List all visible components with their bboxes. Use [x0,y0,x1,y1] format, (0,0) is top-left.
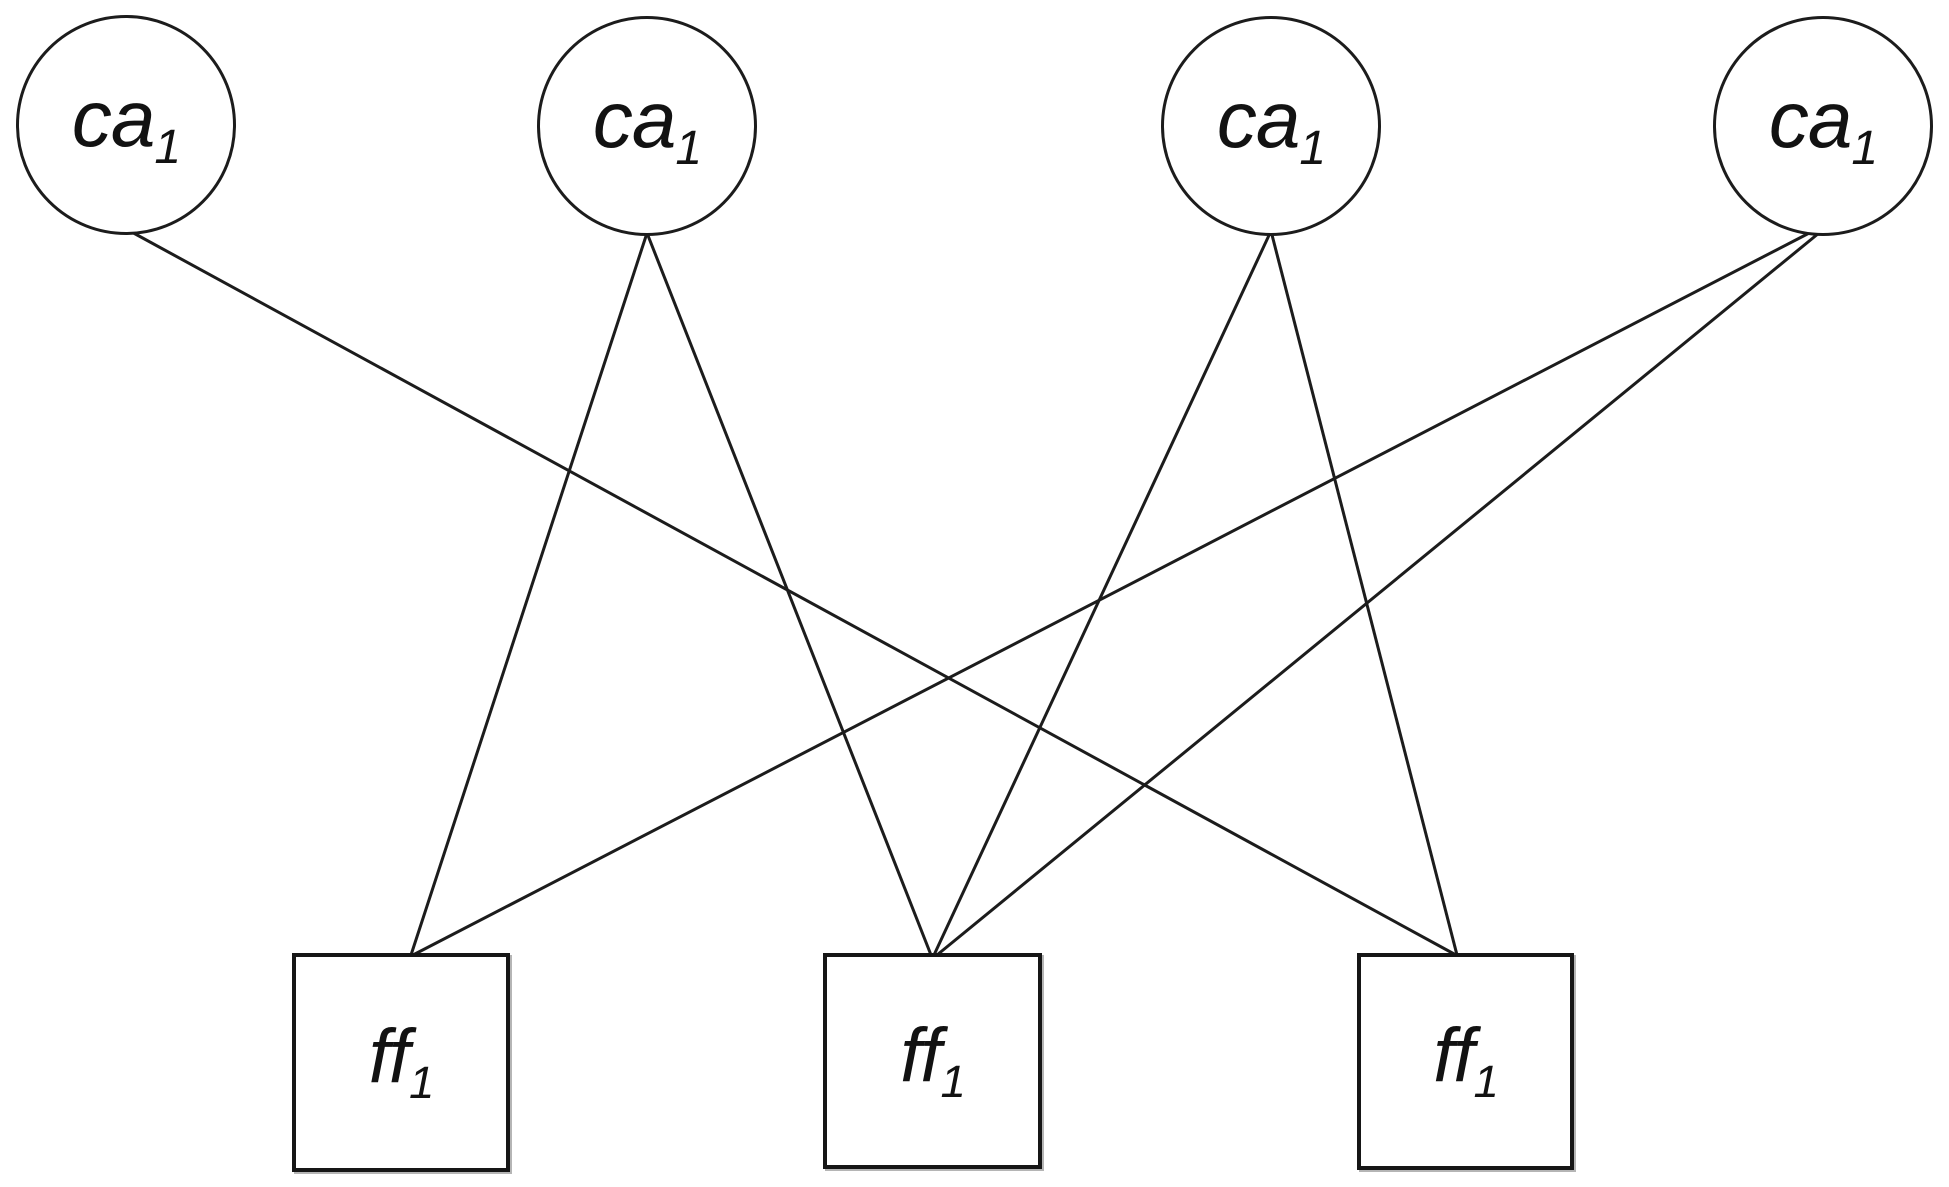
ff-node-1-label-subscript: 1 [408,1057,434,1109]
edge-ca-1-to-ff-3 [127,228,1457,957]
ca-circle-node-1: ca1 [16,15,236,235]
ca-circle-node-4: ca1 [1713,16,1933,236]
ff-square-node-3: ff1 [1357,953,1574,1170]
edge-ca-3-to-ff-2 [932,230,1273,956]
edge-ca-4-to-ff-1 [412,227,1818,957]
ca-node-1-label: ca1 [72,78,181,174]
ca-node-3-label-subscript: 1 [1299,121,1326,175]
ff-node-3-label-subscript: 1 [1473,1056,1498,1108]
ca-node-4-label-base: ca [1768,74,1852,164]
ca-circle-node-2: ca1 [537,16,757,236]
ff-node-3-label-base: ff [1433,1013,1474,1099]
ca-node-2-label-base: ca [592,74,676,164]
ca-node-4-label-subscript: 1 [1851,121,1878,175]
ff-node-3-label: ff1 [1433,1018,1499,1108]
ca-node-1-label-subscript: 1 [154,120,181,174]
ca-node-3-label-base: ca [1216,74,1300,164]
ca-node-2-label-subscript: 1 [675,121,702,175]
ff-square-node-2: ff1 [823,953,1042,1169]
edge-ca-2-to-ff-1 [409,232,649,956]
ca-node-3-label: ca1 [1217,79,1326,175]
ca-node-4-label: ca1 [1769,79,1878,175]
edge-ca-3-to-ff-3 [1269,230,1459,956]
ff-node-2-label-subscript: 1 [940,1055,965,1107]
ff-square-node-1: ff1 [292,953,510,1172]
ca-circle-node-3: ca1 [1161,16,1381,236]
ca-node-1-label-base: ca [71,73,155,163]
edge-ca-4-to-ff-2 [936,231,1820,957]
ff-node-2-label-base: ff [900,1012,941,1098]
ff-node-1-label: ff1 [369,1019,435,1109]
ff-node-1-label-base: ff [368,1014,410,1100]
ca-node-2-label: ca1 [593,79,702,175]
ff-node-2-label: ff1 [900,1017,966,1107]
edge-ca-2-to-ff-2 [645,232,933,956]
